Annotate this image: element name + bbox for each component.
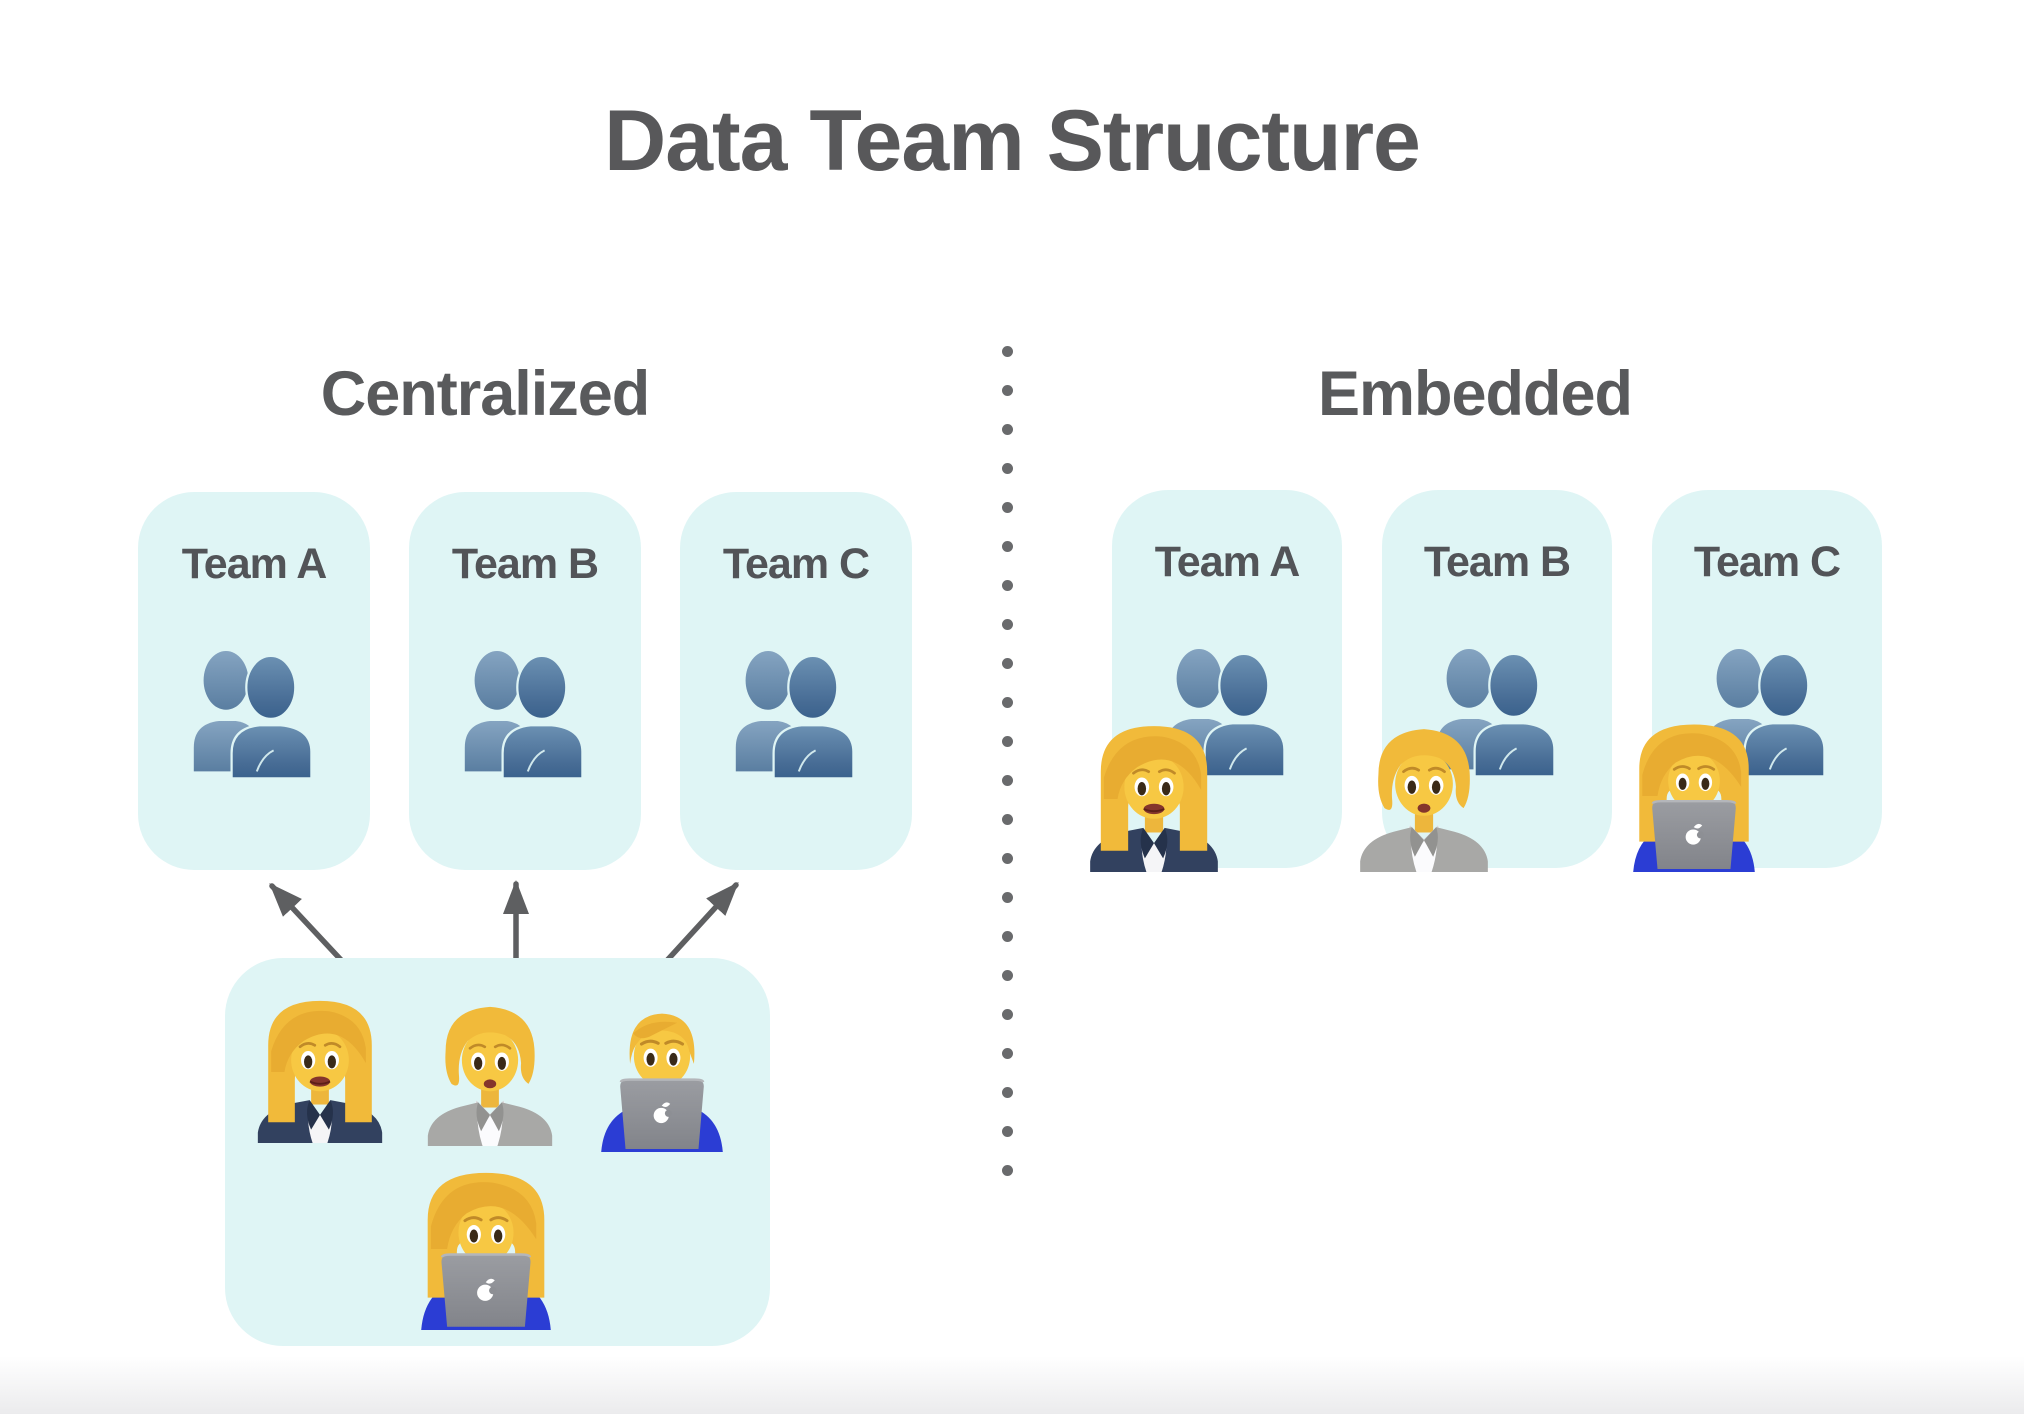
divider-dot <box>1002 541 1013 552</box>
office-worker-emoji <box>1348 720 1500 872</box>
team-card: Team B <box>1382 490 1612 868</box>
team-card: Team B <box>409 492 641 870</box>
divider-dot <box>1002 853 1013 864</box>
centralized-team-row: Team A Team B Team C <box>138 492 912 870</box>
central-data-team-pool <box>225 958 770 1346</box>
busts-in-silhouette-icon <box>451 644 599 784</box>
divider-dot <box>1002 619 1013 630</box>
embedded-team-row: Team A Team B Team C <box>1112 490 1882 868</box>
embedded-heading: Embedded <box>1317 359 1633 429</box>
divider-dot <box>1002 892 1013 903</box>
man-technologist-emoji <box>586 1000 738 1152</box>
team-card: Team A <box>138 492 370 870</box>
dotted-divider <box>1002 346 1013 1176</box>
woman-office-worker-emoji <box>246 995 394 1143</box>
divider-dot <box>1002 775 1013 786</box>
divider-dot <box>1002 346 1013 357</box>
team-label: Team B <box>451 540 599 588</box>
team-card: Team A <box>1112 490 1342 868</box>
team-label: Team C <box>1693 538 1841 586</box>
woman-technologist-emoji <box>1618 720 1770 872</box>
team-card: Team C <box>1652 490 1882 868</box>
busts-in-silhouette-icon <box>722 644 870 784</box>
divider-dot <box>1002 736 1013 747</box>
divider-dot <box>1002 1126 1013 1137</box>
divider-dot <box>1002 697 1013 708</box>
team-label: Team C <box>722 540 870 588</box>
divider-dot <box>1002 385 1013 396</box>
divider-dot <box>1002 658 1013 669</box>
woman-technologist-emoji <box>405 1168 567 1330</box>
page-title: Data Team Structure <box>604 93 1421 189</box>
divider-dot <box>1002 580 1013 591</box>
divider-dot <box>1002 814 1013 825</box>
divider-dot <box>1002 502 1013 513</box>
team-card: Team C <box>680 492 912 870</box>
team-label: Team A <box>181 540 328 588</box>
divider-dot <box>1002 970 1013 981</box>
divider-dot <box>1002 1009 1013 1020</box>
woman-office-worker-emoji <box>1078 720 1230 872</box>
bottom-fade-band <box>0 1356 2024 1414</box>
office-worker-emoji <box>416 998 564 1146</box>
divider-dot <box>1002 1087 1013 1098</box>
divider-dot <box>1002 1165 1013 1176</box>
divider-dot <box>1002 463 1013 474</box>
team-label: Team A <box>1154 538 1301 586</box>
divider-dot <box>1002 424 1013 435</box>
divider-dot <box>1002 1048 1013 1059</box>
team-label: Team B <box>1423 538 1571 586</box>
divider-dot <box>1002 931 1013 942</box>
centralized-heading: Centralized <box>320 359 651 429</box>
busts-in-silhouette-icon <box>180 644 328 784</box>
